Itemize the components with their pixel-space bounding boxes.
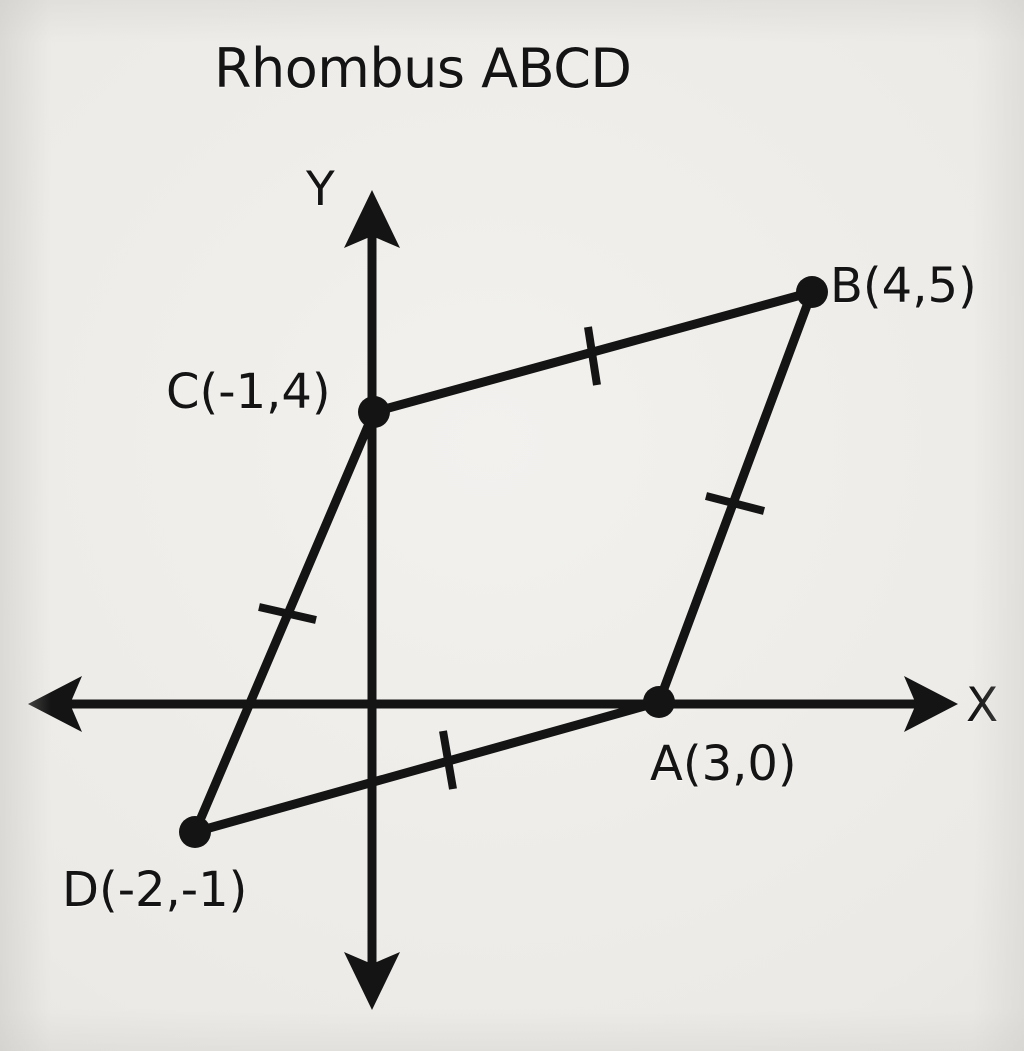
- vertex-label-c: C(-1,4): [166, 364, 331, 420]
- y-axis-label: Y: [306, 162, 335, 217]
- tick-mark-side-cb: [584, 326, 601, 386]
- x-axis: [28, 676, 958, 732]
- y-axis-arrow-down-icon: [344, 952, 400, 1010]
- diagram-title: Rhombus ABCD: [214, 37, 632, 100]
- y-axis-arrow-up-icon: [344, 190, 400, 248]
- vertex-point-b[interactable]: [796, 276, 828, 308]
- congruence-tick-marks: [258, 326, 766, 790]
- tick-mark-side-dc: [258, 603, 317, 624]
- vertex-dots: [179, 276, 828, 848]
- x-axis-arrow-left-icon: [28, 676, 82, 732]
- x-axis-label: X: [966, 678, 999, 733]
- tick-mark-side-ad: [439, 730, 457, 790]
- side-dc: [190, 407, 379, 837]
- vertex-point-d[interactable]: [179, 816, 211, 848]
- y-axis: [344, 190, 400, 1010]
- vertex-point-c[interactable]: [358, 396, 390, 428]
- side-ad: [190, 697, 664, 837]
- vertex-point-a[interactable]: [643, 686, 675, 718]
- vertex-label-b: B(4,5): [830, 258, 977, 314]
- x-axis-arrow-right-icon: [904, 676, 958, 732]
- side-ba: [654, 287, 817, 707]
- vertex-label-d: D(-2,-1): [62, 862, 248, 918]
- tick-mark-side-ba: [704, 492, 766, 515]
- vertex-label-a: A(3,0): [650, 736, 797, 792]
